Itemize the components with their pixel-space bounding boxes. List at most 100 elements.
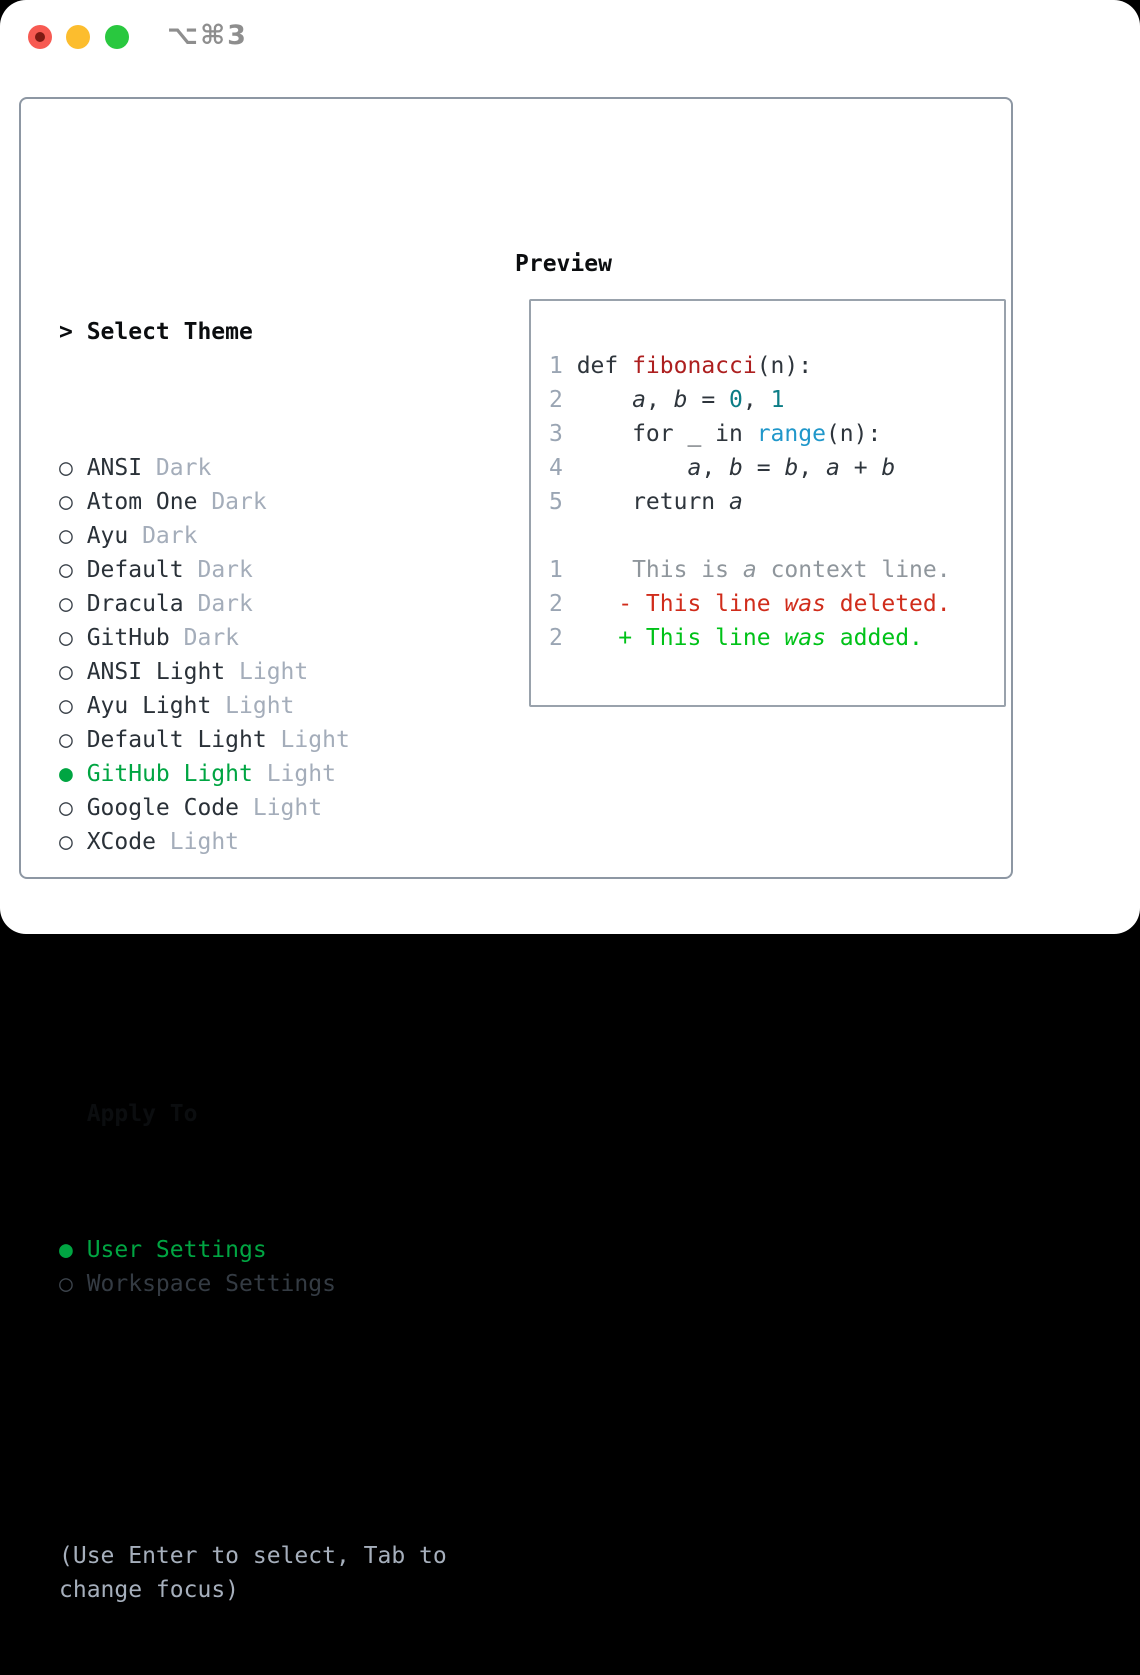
spacer [59,961,447,995]
theme-option-default[interactable]: ○Default Dark [59,553,447,587]
hint-line: change focus) [59,1577,240,1603]
radio-unselected-icon: ○ [59,489,73,515]
code-token: for _ in [576,421,757,447]
theme-name: Default Light [86,727,267,753]
radio-unselected-icon: ○ [59,523,73,549]
theme-variant: Light [225,659,309,685]
theme-option-google-code[interactable]: ○Google Code Light [59,791,447,825]
theme-name: GitHub [86,625,170,651]
apply-option-label: User Settings [86,1237,267,1263]
code-token: , [798,455,826,481]
theme-option-ansi[interactable]: ○ ANSI Dark [59,451,447,485]
code-line: 3 for _ in range(n): [549,417,1004,451]
theme-name: Google Code [86,795,240,821]
theme-option-dracula[interactable]: ○Dracula Dark [59,587,447,621]
code-line: 2 + This line was added. [549,621,1004,655]
theme-variant: Dark [183,557,253,583]
indent [59,1097,87,1131]
code-token: b [673,387,688,413]
theme-variant: Dark [128,523,198,549]
theme-option-xcode[interactable]: ○XCode Light [59,825,447,859]
line-number: 2 [549,387,563,413]
app-window: ⌥⌘3 >Select Theme ○ANSI Dark○Atom One Da… [0,0,1140,1603]
apply-option-workspace-settings[interactable]: ○Workspace Settings [59,1267,447,1301]
close-dot-icon [35,32,45,42]
code-token: def [576,353,633,379]
titlebar: ⌥⌘3 [0,0,1140,76]
theme-option-ayu[interactable]: ○ Ayu Dark [59,519,447,553]
line-number: 2 [549,591,563,617]
code-token: a [826,455,840,481]
apply-option-user-settings[interactable]: ●User Settings [59,1233,447,1267]
theme-name: XCode [86,829,156,855]
theme-variant: Dark [197,489,267,515]
radio-unselected-icon: ○ [59,659,73,685]
code-token: deleted. [825,591,951,617]
line-number: 5 [549,489,563,515]
code-token: a [729,489,743,515]
code-line: 1 This is a context line. [549,553,1004,587]
theme-variant: Light [252,761,336,787]
radio-unselected-icon: ○ [59,557,73,583]
theme-option-default-light[interactable]: ○Default Light Light [59,723,447,757]
theme-variant: Light [266,727,350,753]
code-token: a [687,455,702,481]
theme-name: Ayu Light [86,693,212,719]
theme-name: ANSI [86,455,143,481]
theme-name: ANSI Light [86,659,226,685]
radio-selected-icon: ● [59,761,73,787]
code-token: = [687,387,730,413]
theme-variant: Dark [142,455,212,481]
line-number: 1 [549,353,563,379]
code-token: 1 [770,387,785,413]
close-button[interactable] [28,25,52,49]
code-token: This is [576,557,743,583]
minimize-button[interactable] [66,25,90,49]
theme-option-ayu-light[interactable]: ○Ayu Light Light [59,689,447,723]
zoom-button[interactable] [105,25,129,49]
theme-option-ansi-light[interactable]: ○ ANSI Light Light [59,655,447,689]
code-token: , [701,455,730,481]
theme-variant: Dark [169,625,240,651]
code-token: fibonacci [632,353,757,379]
keyboard-shortcut-label: ⌥⌘3 [167,20,248,51]
code-token: return [576,489,730,515]
code-token: a [742,557,757,583]
radio-unselected-icon: ○ [59,1271,73,1297]
radio-unselected-icon: ○ [59,625,73,651]
code-token [577,387,632,413]
code-token: was [784,625,826,651]
code-token: + This line [576,625,785,651]
code-token: 0 [729,387,743,413]
code-token: added. [825,625,923,651]
preview-title: Preview [515,251,612,277]
hint-line: (Use Enter to select, Tab to [59,1543,447,1569]
code-token: a [632,387,646,413]
code-token: b [881,455,896,481]
code-token: b [784,455,799,481]
theme-variant: Light [155,829,240,855]
theme-name: Dracula [86,591,184,617]
line-number: 2 [549,625,563,651]
code-token: , [645,387,674,413]
apply-to-header: Apply To [59,1097,447,1131]
code-token: - This line [576,591,785,617]
spacer [59,1403,447,1437]
code-token: (n): [756,353,813,379]
hint-text: (Use Enter to select, Tab to change focus… [59,1539,447,1607]
cursor-marker-icon: > [59,319,73,345]
apply-to-list: ●User Settings○Workspace Settings [59,1233,447,1301]
code-line: 2 - This line was deleted. [549,587,1004,621]
code-token: (n): [825,421,882,447]
theme-option-github[interactable]: ○ GitHub Dark [59,621,447,655]
theme-name: Ayu [86,523,129,549]
code-line [549,519,1004,553]
code-token: b [729,455,743,481]
select-theme-header: >Select Theme [59,315,447,349]
theme-option-github-light[interactable]: ●GitHub Light Light [59,757,447,791]
theme-option-atom-one[interactable]: ○Atom One Dark [59,485,447,519]
code-token: + [839,455,882,481]
line-number [549,519,577,553]
radio-unselected-icon: ○ [59,455,73,481]
